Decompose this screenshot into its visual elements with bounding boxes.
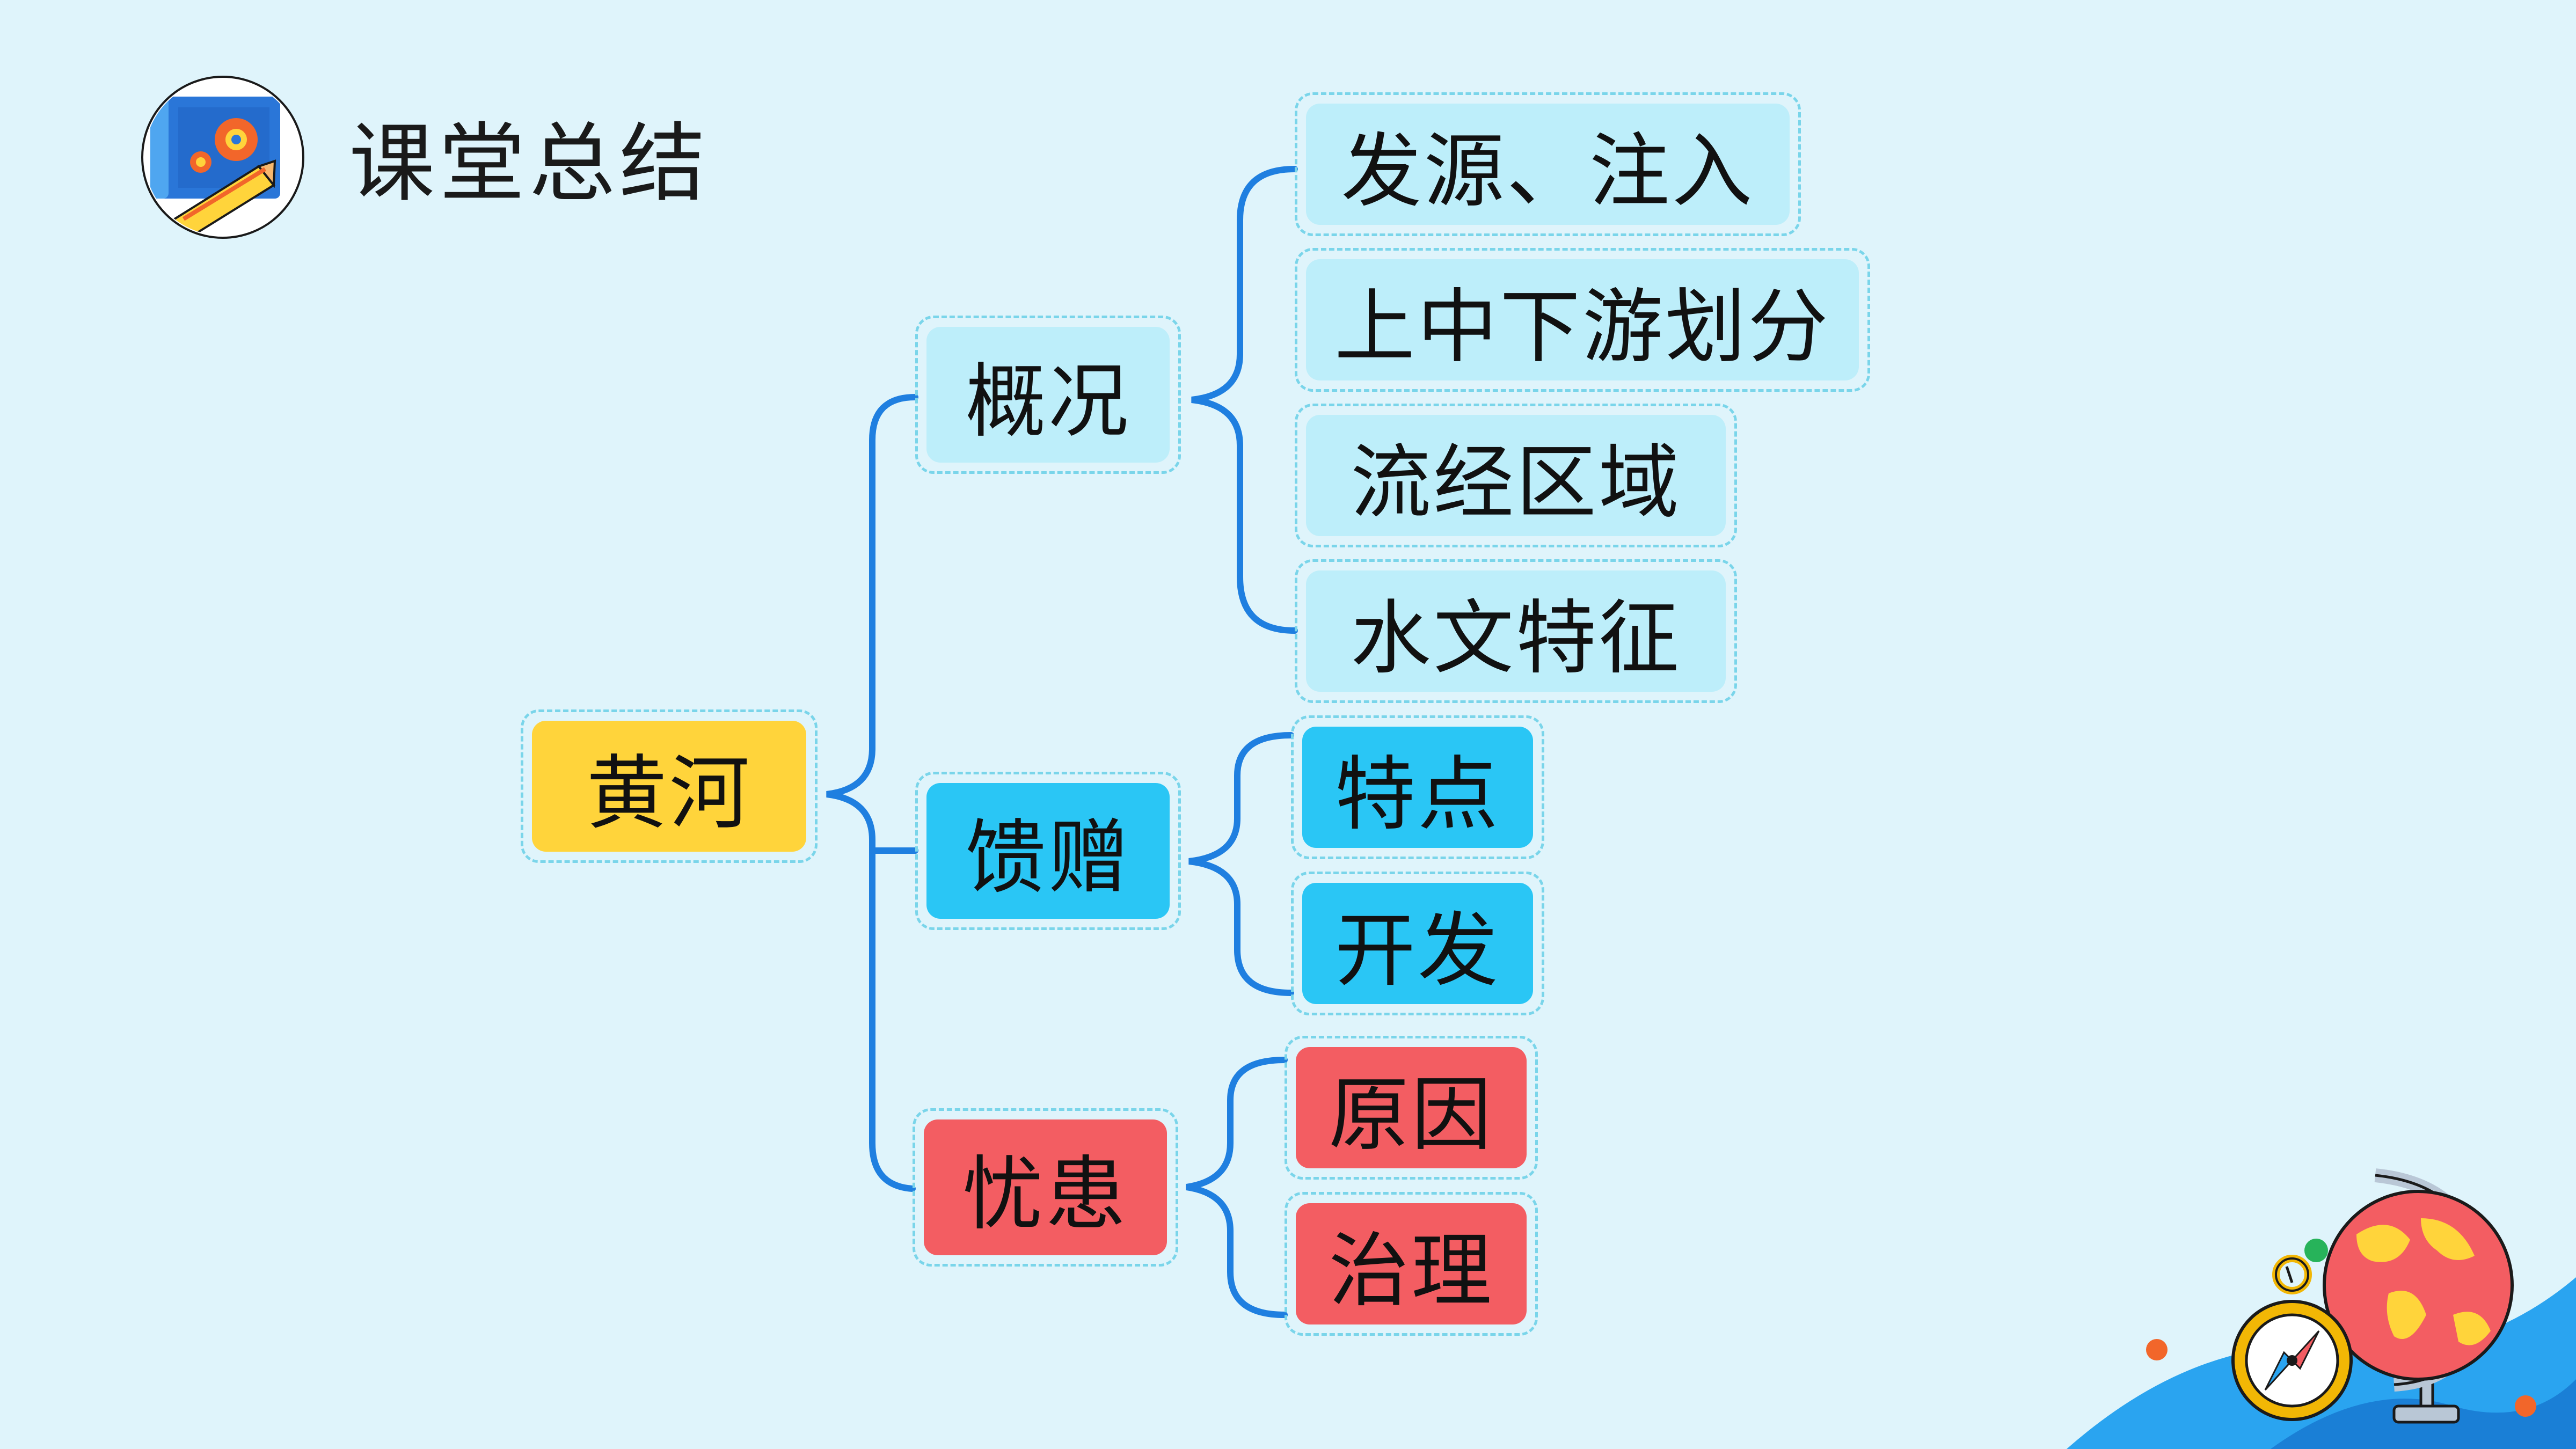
dot-decoration [2146,1339,2168,1360]
connector-root-branches [826,394,918,1192]
leaf-label: 开发 [1302,883,1533,1004]
leaf-governance: 治理 [1285,1192,1538,1336]
branch-gift: 馈赠 [915,772,1181,930]
compass-icon [2231,1255,2353,1421]
blueprint-gear-pencil-icon [141,76,304,239]
branch-overview: 概况 [915,316,1181,474]
leaf-label: 水文特征 [1306,570,1726,692]
leaf-label: 发源、注入 [1306,104,1790,225]
leaf-development: 开发 [1291,872,1544,1015]
branch-overview-label: 概况 [926,327,1170,463]
leaf-flow-region: 流经区域 [1295,404,1737,547]
dot-decoration [2360,1366,2375,1381]
leaf-label: 原因 [1296,1047,1527,1168]
branch-worry-label: 忧患 [924,1119,1167,1255]
connector-worry-leaves [1186,1057,1288,1318]
leaf-reach-division: 上中下游划分 [1295,248,1870,392]
leaf-label: 上中下游划分 [1306,259,1859,380]
branch-gift-label: 馈赠 [926,783,1170,919]
leaf-label: 流经区域 [1306,415,1726,536]
globe-icon [2323,1168,2514,1424]
root-node: 黄河 [521,709,818,863]
leaf-source-mouth: 发源、注入 [1295,92,1801,236]
connector-gift-leaves [1188,732,1294,996]
leaf-label: 特点 [1302,727,1533,848]
page-title: 课堂总结 [349,113,710,214]
connector-overview-leaves [1191,166,1298,634]
dot-decoration [2515,1395,2536,1417]
leaf-features: 特点 [1291,715,1544,859]
decoration-group [2067,1168,2576,1449]
leaf-label: 治理 [1296,1203,1527,1324]
branch-worry: 忧患 [913,1108,1178,1267]
dot-decoration [2304,1239,2328,1262]
leaf-hydrology: 水文特征 [1295,559,1737,703]
root-node-label: 黄河 [532,721,806,852]
leaf-causes: 原因 [1285,1036,1538,1180]
